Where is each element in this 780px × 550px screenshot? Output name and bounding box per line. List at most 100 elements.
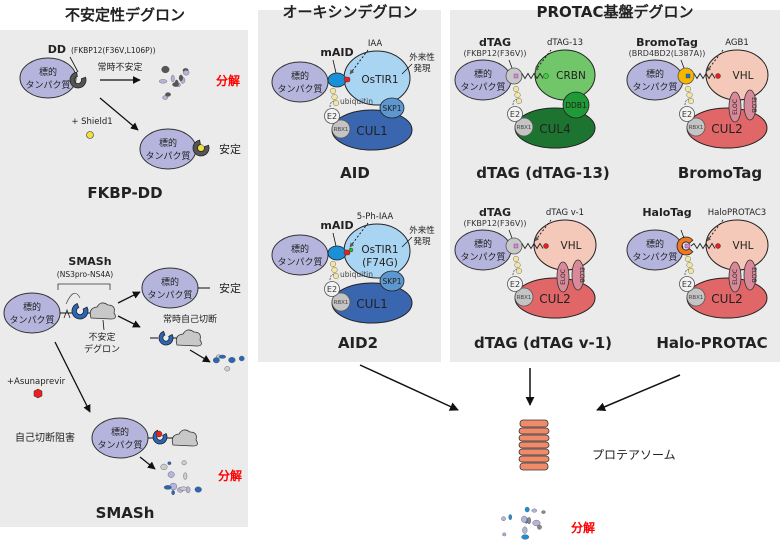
maid-pointer <box>332 59 337 74</box>
maid-tag <box>327 72 347 88</box>
rbx1-label: RBX1 <box>517 125 532 131</box>
halotag <box>676 236 694 256</box>
degradation-fragment <box>178 74 184 82</box>
e2-label: E2 <box>682 110 692 119</box>
dd-sub-label: (FKBP12(F36V,L106P)) <box>71 46 156 55</box>
e2 <box>507 276 523 292</box>
smash-label: SMASh <box>68 255 111 268</box>
vhl-label: VHL <box>733 240 754 252</box>
ubiquitin-bead <box>686 91 693 99</box>
proteasome-ring <box>518 441 550 449</box>
auxin-ligand <box>343 249 351 256</box>
target-protein-label: タンパク質 <box>25 79 70 91</box>
target-protein <box>141 267 199 309</box>
degradation-fragment <box>521 515 528 523</box>
auxin-ligand <box>343 76 351 83</box>
smash-protease <box>71 302 89 320</box>
eloc-label: ELOC <box>732 99 739 115</box>
dd-degron <box>69 71 87 89</box>
smash-unstable-degron-free <box>175 329 202 347</box>
dd-pointer <box>69 56 79 73</box>
exogenous-label: 外来性 <box>409 225 435 236</box>
tag-pointer <box>680 59 685 69</box>
target-protein <box>271 61 329 103</box>
proteasome-label: プロテアソーム <box>592 448 676 462</box>
e2 <box>679 106 695 122</box>
cullin-label: CUL1 <box>356 124 387 138</box>
eloc <box>728 261 742 293</box>
ddb1-label: DDB1 <box>565 101 587 110</box>
target-protein-label: 標的 <box>646 238 664 250</box>
e2-label: E2 <box>327 112 337 121</box>
proteasome-cap <box>519 419 549 428</box>
ubiquitin-bead <box>512 255 520 263</box>
e2 <box>507 106 523 122</box>
smash-unstable-degron <box>89 302 116 320</box>
section-title-protac: PROTAC基盤デグロン <box>537 3 694 21</box>
degradation-fragment <box>167 461 172 465</box>
cullin-label: CUL4 <box>539 122 570 136</box>
maid-pointer <box>332 232 337 247</box>
target-protein <box>139 128 197 170</box>
degradation-fragment <box>228 357 236 364</box>
smash-name: SMASh <box>96 504 155 522</box>
smash-unstable-degron-attached <box>171 429 198 447</box>
smash-sub-label: (NS3pro-NS4A) <box>57 270 113 279</box>
halo-protac-name: Halo-PROTAC <box>656 334 767 352</box>
rbx1-label: RBX1 <box>689 125 704 131</box>
degradation-fragment <box>238 355 245 362</box>
always-unstable-label: 常時不安定 <box>97 61 142 73</box>
inhibition-label: 自己切断阻害 <box>15 431 75 444</box>
dtag13-name: dTAG (dTAG-13) <box>476 164 609 182</box>
e3-ligand <box>543 73 549 79</box>
elob <box>743 259 757 291</box>
chloroalkane <box>684 243 691 249</box>
elob <box>571 259 585 291</box>
aid2-name: AID2 <box>338 334 378 352</box>
e3-ligand <box>543 243 549 249</box>
cullin-label: CUL2 <box>711 292 742 306</box>
degradation-fragment <box>167 471 175 478</box>
maid-tag <box>327 245 347 261</box>
rbx1-label: RBX1 <box>334 127 349 133</box>
target-protein-label: タンパク質 <box>277 83 322 95</box>
degradation-fragment <box>171 490 175 496</box>
ostir1-label: (F74G) <box>362 257 398 269</box>
smash-protease-free <box>158 330 174 346</box>
target-protein <box>19 57 77 99</box>
degradation-fragment <box>218 354 226 359</box>
target-protein-label: 標的 <box>159 137 177 149</box>
elob-label: ELOB <box>578 267 585 283</box>
shield1-arrow <box>99 97 139 131</box>
e2-label: E2 <box>510 280 520 289</box>
target-protein-label: タンパク質 <box>632 81 677 93</box>
ubiquitin-transfer-arrow <box>684 268 690 276</box>
ligand-pointer <box>349 49 369 75</box>
tag-ligand <box>685 73 691 79</box>
degrader-label: HaloPROTAC3 <box>708 208 766 218</box>
target-protein-label: タンパク質 <box>632 251 677 263</box>
target-protein-label: 標的 <box>161 276 179 288</box>
smash-bracket <box>57 283 111 290</box>
e2-label: E2 <box>510 110 520 119</box>
degradation-fragment <box>502 532 507 537</box>
target-protein-label: タンパク質 <box>277 256 322 268</box>
rbx1 <box>514 287 534 307</box>
degrader-pointer <box>534 219 552 242</box>
target-protein <box>271 234 329 276</box>
tag-label: HaloTag <box>642 206 691 219</box>
degradation-fragment <box>183 70 190 76</box>
tag-pointer <box>680 229 685 239</box>
degradation-fragment <box>212 357 220 364</box>
tag-sub-label: (FKBP12(F36V)) <box>463 49 526 58</box>
to-proteasome-arrow <box>596 374 681 411</box>
proteasome-ring <box>518 434 550 442</box>
degradation-fragment <box>501 516 506 521</box>
ostir1-label: OsTIR1 <box>361 74 398 86</box>
degradation-label: 分解 <box>218 468 242 483</box>
target-protein-label: タンパク質 <box>145 150 190 162</box>
degradation-fragment <box>532 519 541 527</box>
ddb1 <box>562 91 590 119</box>
